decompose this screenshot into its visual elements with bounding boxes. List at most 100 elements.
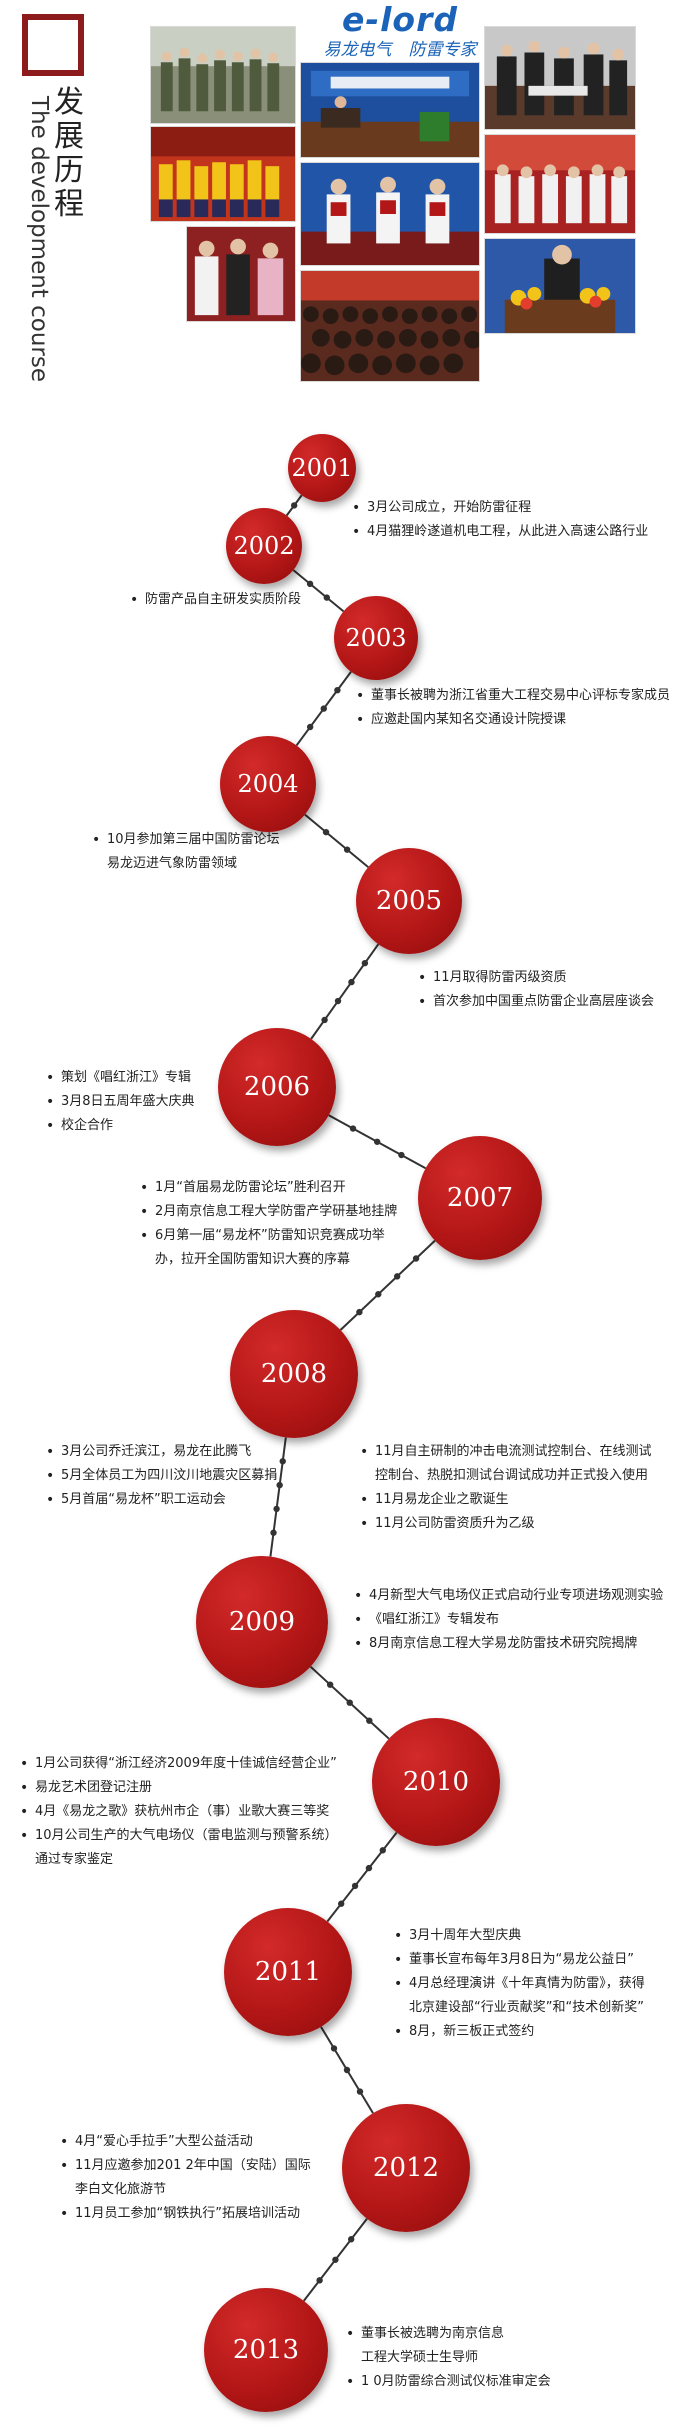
- year-circle-2007: 2007: [418, 1136, 542, 1260]
- timeline-dot: [279, 1458, 286, 1465]
- timeline-dot: [343, 846, 351, 853]
- event-item: 董事长被聘为浙江省重大工程交易中心评标专家成员: [356, 684, 670, 708]
- events-2011: 3月十周年大型庆典 董事长宣布每年3月8日为“易龙公益日” 4月总经理演讲《十年…: [394, 1924, 645, 2044]
- event-item: 4月总经理演讲《十年真情为防雷》，获得: [394, 1972, 645, 1996]
- year-circle-2011: 2011: [224, 1908, 352, 2036]
- year-circle-2006: 2006: [218, 1028, 336, 1146]
- timeline-segment: [339, 1239, 436, 1331]
- events-2001: 3月公司成立，开始防雷征程 4月猫狸岭遂道机电工程，从此进入高速公路行业: [352, 496, 648, 544]
- timeline-dot: [349, 1125, 357, 1132]
- event-item: 防雷产品自主研发实质阶段: [130, 588, 301, 612]
- timeline-dot: [276, 1481, 283, 1489]
- event-item: 北京建设部“行业贡献奖”和“技术创新奖”: [409, 2000, 644, 2015]
- header-square-frame: [22, 14, 84, 76]
- events-2012: 4月“爱心手拉手”大型公益活动 11月应邀参加201 2年中国（安陆）国际 李白…: [60, 2130, 311, 2226]
- photo-ceremony-crowd: [484, 26, 636, 130]
- events-2006: 策划《唱红浙江》专辑 3月8日五周年盛大庆典 校企合作: [46, 1066, 195, 1138]
- timeline-dot: [393, 1273, 401, 1280]
- event-item: 8月南京信息工程大学易龙防雷技术研究院揭牌: [354, 1632, 663, 1656]
- event-item: 10月公司生产的大气电场仪（雷电监测与预警系统）: [20, 1824, 338, 1848]
- timeline-segment: [326, 1831, 398, 1923]
- timeline-dot: [412, 1255, 420, 1262]
- event-item: 办，拉开全国防雷知识大赛的序幕: [155, 1252, 351, 1267]
- event-item: 2月南京信息工程大学防雷产学研基地挂牌: [140, 1200, 397, 1224]
- event-item: 董事长宣布每年3月8日为“易龙公益日”: [394, 1948, 645, 1972]
- event-item: 易龙艺术团登记注册: [20, 1776, 338, 1800]
- event-item: 策划《唱红浙江》专辑: [46, 1066, 195, 1090]
- event-item: 1月公司获得“浙江经济2009年度十佳诚信经营企业”: [20, 1752, 338, 1776]
- timeline-dot: [356, 1308, 363, 1316]
- timeline-dot: [351, 1882, 359, 1890]
- timeline-dot: [343, 2066, 351, 2074]
- event-item: 5月全体员工为四川汶川地震灾区募捐: [46, 1464, 277, 1488]
- photo-speaker-flowers: [484, 238, 636, 334]
- event-item: 11月自主研制的冲击电流测试控制台、在线测试: [360, 1440, 652, 1464]
- timeline-dot: [346, 1699, 353, 1706]
- photo-award-presentation: [484, 134, 636, 234]
- title-char: 发: [54, 85, 84, 120]
- timeline-segment: [310, 943, 380, 1040]
- timeline-segment: [304, 813, 369, 868]
- timeline-dot: [306, 580, 314, 588]
- event-item: 3月8日五周年盛大庆典: [46, 1090, 195, 1114]
- event-item: 控制台、热脱扣测试台调试成功并正式投入使用: [375, 1468, 649, 1483]
- event-item: 1月“首届易龙防雷论坛”胜利召开: [140, 1176, 397, 1200]
- timeline-dot: [321, 1016, 328, 1024]
- title-char: 程: [54, 187, 84, 222]
- timeline-dot: [356, 2088, 364, 2095]
- event-item: 3月公司乔迁滨江，易龙在此腾飞: [46, 1440, 277, 1464]
- event-item: 应邀赴国内某知名交通设计院授课: [356, 708, 670, 732]
- event-item: 11月取得防雷丙级资质: [418, 966, 654, 990]
- event-item: 易龙迈进气象防雷领域: [107, 856, 238, 871]
- event-item: 11月易龙企业之歌诞生: [360, 1488, 652, 1512]
- event-item: 11月员工参加“钢铁执行”拓展培训活动: [60, 2202, 311, 2226]
- events-2010: 1月公司获得“浙江经济2009年度十佳诚信经营企业” 易龙艺术团登记注册 4月《…: [20, 1752, 338, 1872]
- timeline-dot: [347, 2236, 355, 2243]
- event-item: 4月《易龙之歌》获杭州市企（事）业歌大赛三等奖: [20, 1800, 338, 1824]
- timeline-dot: [334, 997, 342, 1005]
- year-circle-2013: 2013: [204, 2288, 328, 2412]
- events-2008-right: 11月自主研制的冲击电流测试控制台、在线测试 控制台、热脱扣测试台调试成功并正式…: [360, 1440, 652, 1536]
- event-item: 3月公司成立，开始防雷征程: [352, 496, 648, 520]
- timeline-dot: [290, 502, 298, 509]
- event-item: 4月“爱心手拉手”大型公益活动: [60, 2130, 311, 2154]
- year-circle-2012: 2012: [342, 2104, 470, 2232]
- year-circle-2008: 2008: [230, 1310, 358, 1438]
- event-item: 6月第一届“易龙杯”防雷知识竞赛成功举: [140, 1224, 397, 1248]
- year-circle-2005: 2005: [356, 848, 462, 954]
- brand-slogan: 易龙电气 防雷专家: [323, 40, 477, 60]
- timeline-dot: [316, 2277, 323, 2284]
- event-item: 1 0月防雷综合测试仪标准审定会: [346, 2370, 551, 2394]
- timeline-dot: [270, 1529, 277, 1536]
- timeline-dot: [361, 959, 369, 967]
- event-item: 《唱红浙江》专辑发布: [354, 1608, 663, 1632]
- events-2013: 董事长被选聘为南京信息 工程大学硕士生导师 1 0月防雷综合测试仪标准审定会: [346, 2322, 551, 2394]
- timeline-dot: [334, 686, 341, 694]
- timeline-dot: [375, 1291, 382, 1298]
- timeline-dot: [306, 723, 314, 731]
- title-char: 展: [54, 119, 84, 154]
- event-item: 3月十周年大型庆典: [394, 1924, 645, 1948]
- event-item: 校企合作: [46, 1114, 195, 1138]
- year-circle-2010: 2010: [372, 1718, 500, 1846]
- event-item: 首次参加中国重点防雷企业高层座谈会: [418, 990, 654, 1014]
- event-item: 5月首届“易龙杯”职工运动会: [46, 1488, 277, 1512]
- event-item: 工程大学硕士生导师: [361, 2350, 479, 2365]
- photo-group-camouflage: [150, 26, 296, 124]
- brand-logo-block: e-lord 易龙电气 防雷专家: [300, 0, 500, 60]
- timeline-dot: [337, 1900, 345, 1907]
- event-item: 通过专家鉴定: [35, 1852, 114, 1867]
- timeline-dot: [348, 978, 355, 986]
- year-circle-2004: 2004: [220, 736, 316, 832]
- page-title-zh: 发 展 历 程: [54, 86, 90, 222]
- photo-meeting-stage: [300, 62, 480, 158]
- timeline-dot: [398, 1151, 405, 1159]
- year-circle-2009: 2009: [196, 1556, 328, 1688]
- timeline-dot: [330, 2045, 338, 2052]
- event-item: 4月新型大气电场仪正式启动行业专项进场观测实验: [354, 1584, 663, 1608]
- events-2003: 董事长被聘为浙江省重大工程交易中心评标专家成员 应邀赴国内某知名交通设计院授课: [356, 684, 670, 732]
- photo-team-yellow: [150, 126, 296, 222]
- timeline-dot: [326, 1681, 334, 1688]
- year-circle-2003: 2003: [334, 596, 418, 680]
